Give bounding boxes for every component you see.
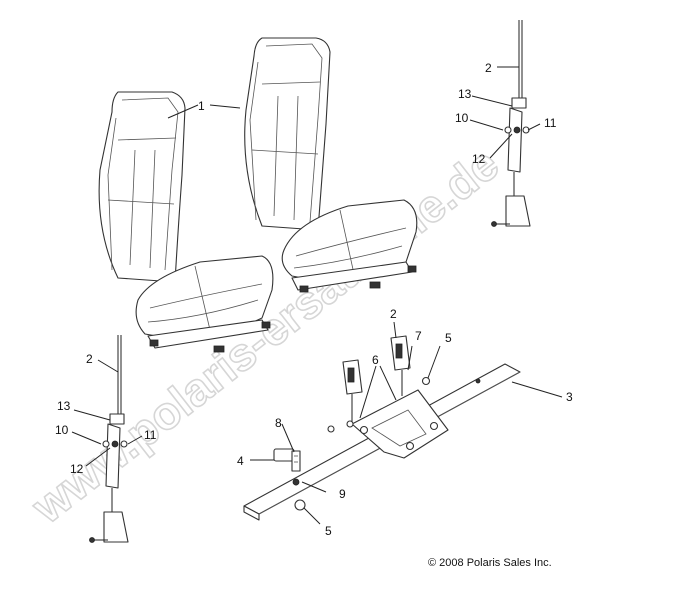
buckle-right <box>390 335 411 396</box>
callout-10: 10 <box>55 423 69 437</box>
seatbelt-assembly-top-right <box>491 20 531 227</box>
callout-4: 4 <box>237 454 244 468</box>
seat-right <box>244 37 418 293</box>
copyright-text: © 2008 Polaris Sales Inc. <box>428 557 552 569</box>
callout-8: 8 <box>275 416 282 430</box>
callout-11: 11 <box>544 116 557 130</box>
callout-2: 2 <box>485 61 492 75</box>
callout-5: 5 <box>445 331 452 345</box>
buckle-left <box>342 359 363 424</box>
mounting-bracket <box>351 389 449 459</box>
callout-7: 7 <box>415 329 422 343</box>
callout-1: 1 <box>198 99 205 113</box>
callout-11: 11 <box>144 428 157 442</box>
callout-13: 13 <box>458 87 472 101</box>
callout-3: 3 <box>566 390 573 404</box>
callout-12: 12 <box>70 462 84 476</box>
callout-12: 12 <box>472 152 486 166</box>
callout-13: 13 <box>57 399 71 413</box>
callout-5: 5 <box>325 524 332 538</box>
callout-9: 9 <box>339 487 346 501</box>
callout-6: 6 <box>372 353 379 367</box>
callout-10: 10 <box>455 111 469 125</box>
callout-2: 2 <box>390 307 397 321</box>
bolt <box>273 448 301 472</box>
callout-2: 2 <box>86 352 93 366</box>
seatbelt-assembly-left <box>89 335 129 543</box>
seat-left <box>98 91 274 353</box>
